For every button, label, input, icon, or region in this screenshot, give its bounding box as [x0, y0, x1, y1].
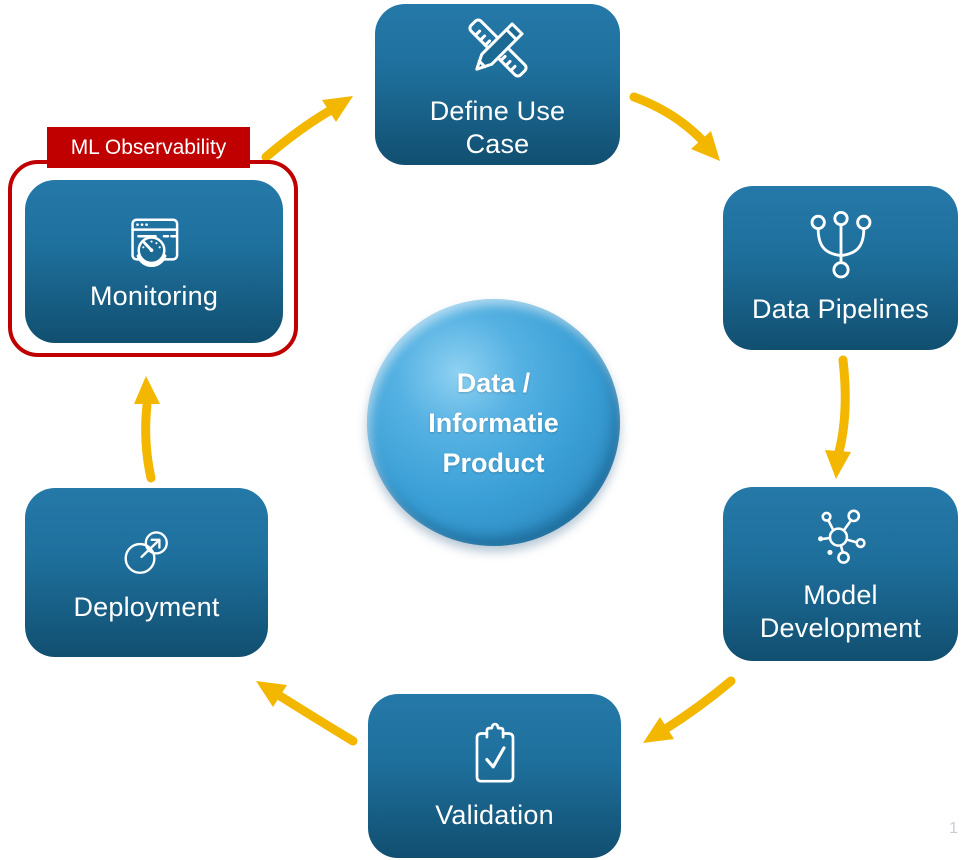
page-number: 1 [949, 820, 958, 837]
arrow-validation-to-deployment[interactable] [256, 681, 358, 746]
arrow-define-to-pipelines[interactable] [629, 92, 720, 161]
ml-observability-label: ML Observability [70, 135, 227, 159]
node-monitoring[interactable]: Monitoring [25, 180, 283, 343]
node-label: Model Development [759, 579, 922, 643]
network-nodes-icon [817, 509, 866, 564]
node-model-development[interactable]: Model Development [723, 487, 958, 661]
center-node-label: Data / Informatie Product [428, 367, 559, 478]
dashboard-gauge-icon [131, 218, 179, 267]
pencil-ruler-icon [467, 18, 528, 78]
launch-arrow-circles-icon [124, 530, 168, 574]
center-node-data-product[interactable]: Data / Informatie Product [367, 299, 620, 546]
arrow-monitoring-to-define[interactable] [261, 96, 353, 162]
node-define-use-case[interactable]: Define Use Case [375, 4, 620, 165]
ml-observability-tag[interactable]: ML Observability [47, 127, 250, 168]
node-label: Define Use Case [429, 96, 566, 159]
node-validation[interactable]: Validation [368, 694, 621, 858]
node-label: Data Pipelines [752, 294, 929, 325]
clipboard-check-icon [475, 722, 514, 783]
node-label: Validation [435, 800, 554, 831]
node-deployment[interactable]: Deployment [25, 488, 268, 657]
node-data-pipelines[interactable]: Data Pipelines [723, 186, 958, 350]
arrow-model-to-validation[interactable] [643, 676, 736, 743]
merge-branches-icon [810, 210, 871, 279]
node-label: Monitoring [89, 280, 219, 311]
arrow-deployment-to-monitoring[interactable] [134, 376, 160, 483]
arrow-pipelines-to-model[interactable] [825, 355, 851, 479]
node-label: Deployment [73, 591, 220, 622]
